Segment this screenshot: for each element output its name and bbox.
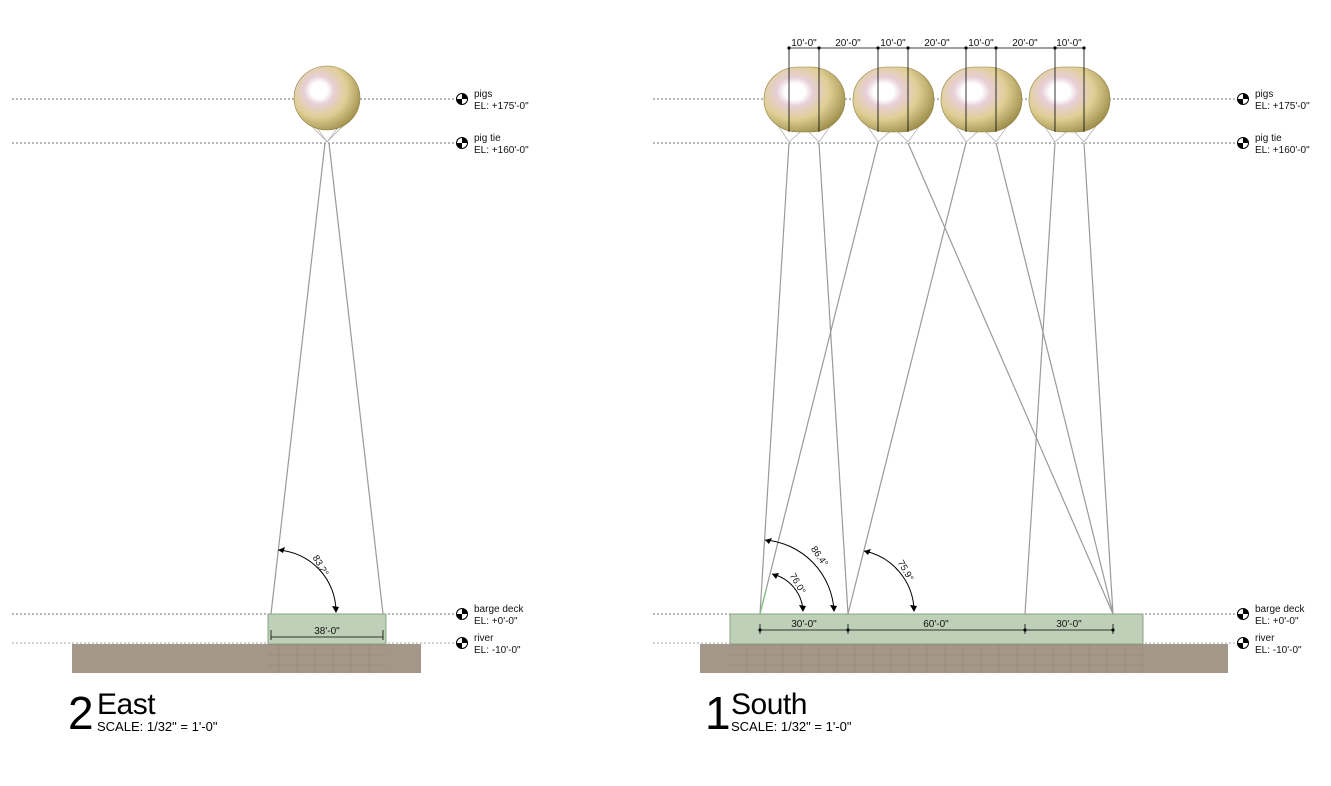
angle-east: 83.2° [310,553,331,578]
angle-arc-75 [863,550,915,612]
arrowhead [765,538,772,544]
level-lines [12,98,1238,644]
view-scale: SCALE: 1/32" = 1'-0" [97,719,218,734]
dim-top-3: 10'-0" [880,38,906,49]
dim-east-barge: 38'-0" [314,626,340,637]
dim-bottom-2: 60'-0" [923,619,949,630]
level-name-pigs: pigs [1255,89,1273,100]
level-marker-icon [1237,637,1249,649]
arrowhead [864,549,871,555]
level-el-barge-deck: EL: +0'-0" [474,616,518,627]
angle-south-1: 86.4° [808,544,830,569]
level-el-pig-tie: EL: +160'-0" [474,145,529,156]
tether-cables [759,142,1114,615]
arrowhead [332,606,339,613]
view-scale: SCALE: 1/32" = 1'-0" [731,719,852,734]
dim-top-1: 10'-0" [791,38,817,49]
level-el-barge-deck: EL: +0'-0" [1255,616,1299,627]
tether-cable-highlight [759,589,767,615]
level-el-river: EL: -10'-0" [1255,645,1302,656]
balloon-pig [763,66,846,133]
balloon-pig [940,66,1023,133]
barge [729,613,1144,645]
river-under-barge [730,644,1143,673]
arrowhead [910,605,917,612]
dim-bottom-1: 30'-0" [791,619,817,630]
arrowhead [772,573,779,579]
dim-top-2: 20'-0" [835,38,861,49]
level-name-barge-deck: barge deck [474,604,524,615]
barge-width-dimension [270,630,384,640]
level-name-river: river [474,633,494,644]
barge [267,613,387,645]
view-name: East [97,688,156,721]
level-name-pigs: pigs [474,89,492,100]
arrowhead [799,605,806,612]
arrowhead [830,605,837,612]
level-name-barge-deck: barge deck [1255,604,1305,615]
level-marker-icon [1237,137,1249,149]
dimension-ticks [758,628,1115,632]
dim-top-7: 10'-0" [1056,38,1082,49]
level-el-pig-tie: EL: +160'-0" [1255,145,1310,156]
level-marker-icon [456,137,468,149]
arrowhead [278,547,285,553]
view-number: 1 [705,687,731,739]
balloon-pig [293,65,361,131]
level-el-river: EL: -10'-0" [474,645,521,656]
level-markers-south: pigs EL: +175'-0" pig tie EL: +160'-0" b… [1237,89,1310,656]
level-marker-icon [456,637,468,649]
east-view: 38'-0" 83.2° [72,65,421,673]
level-marker-icon [456,608,468,620]
balloon-rigging [772,117,1103,143]
dim-top-5: 10'-0" [968,38,994,49]
dim-bottom-3: 30'-0" [1056,619,1082,630]
level-name-pig-tie: pig tie [1255,133,1282,144]
balloon-pig [1028,66,1111,133]
level-name-river: river [1255,633,1275,644]
dimension-ticks [787,46,1086,50]
level-el-pigs: EL: +175'-0" [1255,101,1310,112]
angle-arc-east [277,549,337,613]
level-marker-icon [1237,608,1249,620]
angle-arc-86 [764,539,835,612]
level-markers-east: pigs EL: +175'-0" pig tie EL: +160'-0" b… [456,89,529,656]
dim-top-6: 20'-0" [1012,38,1038,49]
top-dimension-string [788,47,1085,132]
level-name-pig-tie: pig tie [474,133,501,144]
tether-cables [270,142,384,615]
view-name: South [731,688,807,721]
view-number: 2 [68,687,94,739]
level-marker-icon [1237,93,1249,105]
level-el-pigs: EL: +175'-0" [474,101,529,112]
level-marker-icon [456,93,468,105]
dim-top-4: 20'-0" [924,38,950,49]
balloon-pig [852,66,935,133]
river-under-barge [268,644,386,673]
south-view: 10'-0" 20'-0" 10'-0" 20'-0" 10'-0" 20'-0… [700,38,1228,673]
